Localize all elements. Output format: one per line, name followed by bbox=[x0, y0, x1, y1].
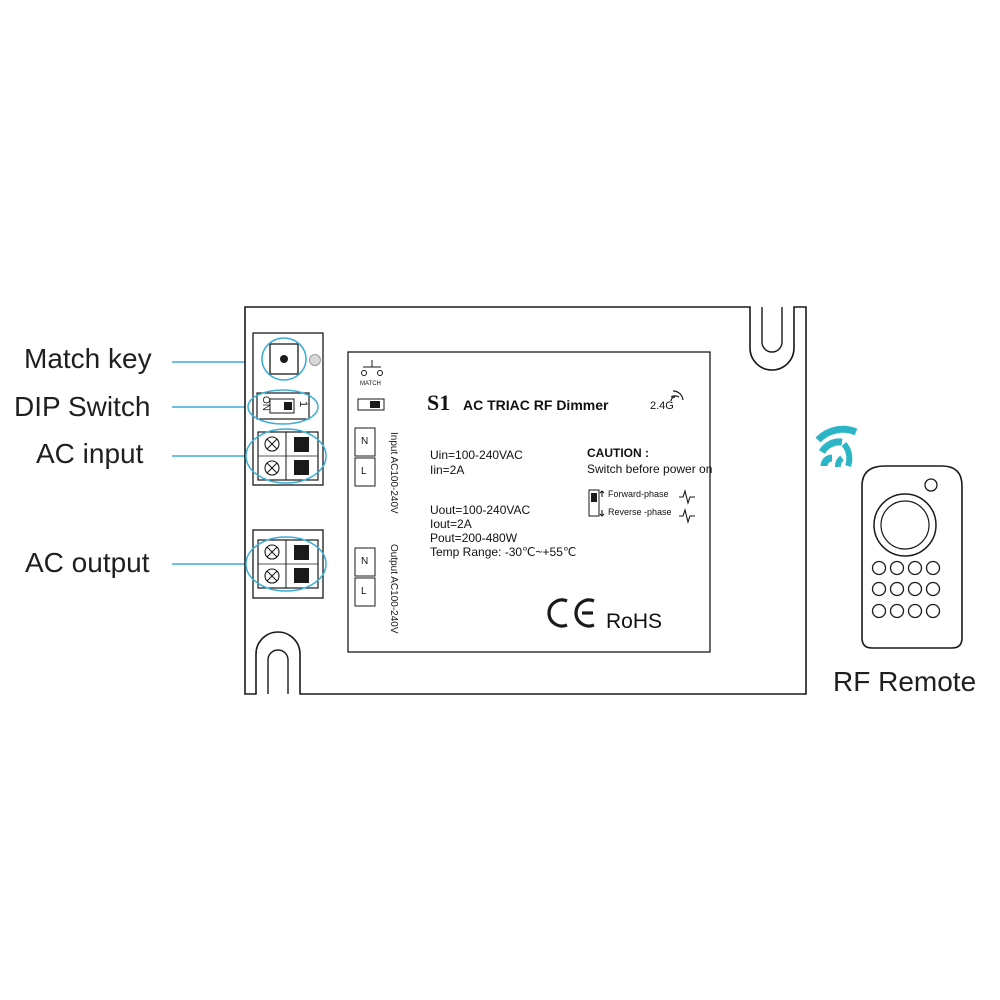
remote-led-icon bbox=[924, 478, 938, 492]
ac-output-highlight bbox=[245, 536, 327, 592]
remote-buttons bbox=[871, 560, 941, 619]
callout-dip-switch: DIP Switch bbox=[14, 391, 151, 422]
label-plate bbox=[347, 351, 711, 653]
callout-rf-remote: RF Remote bbox=[833, 666, 977, 697]
phase-waveform-icon bbox=[599, 489, 695, 524]
dip-symbol-icon bbox=[357, 398, 385, 411]
remote-knob-icon bbox=[880, 500, 930, 550]
forward-phase-label: Forward-phase bbox=[608, 489, 669, 499]
ce-mark-icon bbox=[547, 598, 595, 628]
input-nl-boxes bbox=[354, 427, 376, 487]
output-terminal-l: L bbox=[361, 586, 367, 597]
output-spec-voltage: Uout=100-240VAC bbox=[430, 503, 531, 517]
output-side-label: Output AC100-240V bbox=[388, 544, 399, 634]
output-terminal-block bbox=[257, 539, 319, 589]
input-terminal-l: L bbox=[361, 466, 367, 477]
mounting-slot-top-right bbox=[761, 307, 783, 353]
input-terminal-block bbox=[257, 431, 319, 481]
caution-text: Switch before power on bbox=[587, 462, 713, 476]
match-key[interactable] bbox=[269, 343, 299, 375]
remote-control-icon[interactable] bbox=[861, 465, 963, 649]
output-spec-temp: Temp Range: -30℃~+55℃ bbox=[430, 545, 577, 559]
mounting-slot-bottom-left bbox=[267, 649, 289, 694]
input-spec-voltage: Uin=100-240VAC bbox=[430, 448, 523, 462]
caution-switch-icon bbox=[588, 489, 600, 517]
input-terminal-n: N bbox=[361, 436, 369, 447]
model-name: S1 bbox=[427, 390, 451, 415]
input-module-frame bbox=[252, 332, 324, 486]
frequency-label: 2.4G bbox=[650, 400, 674, 412]
callout-ac-input: AC input bbox=[36, 438, 144, 469]
dip-switch[interactable] bbox=[256, 392, 310, 420]
push-button-icon bbox=[280, 355, 288, 363]
reverse-phase-label: Reverse -phase bbox=[608, 507, 672, 517]
caution-title: CAUTION : bbox=[587, 446, 649, 460]
output-terminal-n: N bbox=[361, 556, 369, 567]
dip-position-label: 1 bbox=[297, 401, 309, 408]
remote-wireless-waves-icon bbox=[815, 425, 858, 468]
callout-match-key: Match key bbox=[24, 343, 152, 374]
rohs-mark: RoHS bbox=[606, 610, 663, 633]
match-key-highlight bbox=[261, 337, 307, 381]
terminal-screw-icon bbox=[264, 544, 280, 584]
dip-slider bbox=[284, 402, 292, 410]
dip-switch-highlight bbox=[247, 389, 319, 425]
callout-ac-output: AC output bbox=[25, 547, 150, 578]
output-spec-current: Iout=2A bbox=[430, 517, 472, 531]
output-module-frame bbox=[252, 529, 324, 599]
terminal-screw-icon bbox=[264, 436, 280, 476]
remote-ring-icon bbox=[873, 493, 937, 557]
output-nl-boxes bbox=[354, 547, 376, 607]
product-name: AC TRIAC RF Dimmer bbox=[463, 397, 609, 413]
dip-on-label: ON bbox=[260, 396, 271, 411]
ac-input-highlight bbox=[245, 428, 327, 484]
match-caption: MATCH bbox=[360, 381, 381, 387]
output-spec-power: Pout=200-480W bbox=[430, 531, 518, 545]
input-side-label: Input AC100-240V bbox=[388, 432, 399, 514]
wireless-signal-icon bbox=[670, 390, 684, 402]
input-spec-current: Iin=2A bbox=[430, 463, 465, 477]
led-indicator-icon bbox=[309, 354, 321, 366]
match-symbol-icon bbox=[361, 360, 383, 376]
